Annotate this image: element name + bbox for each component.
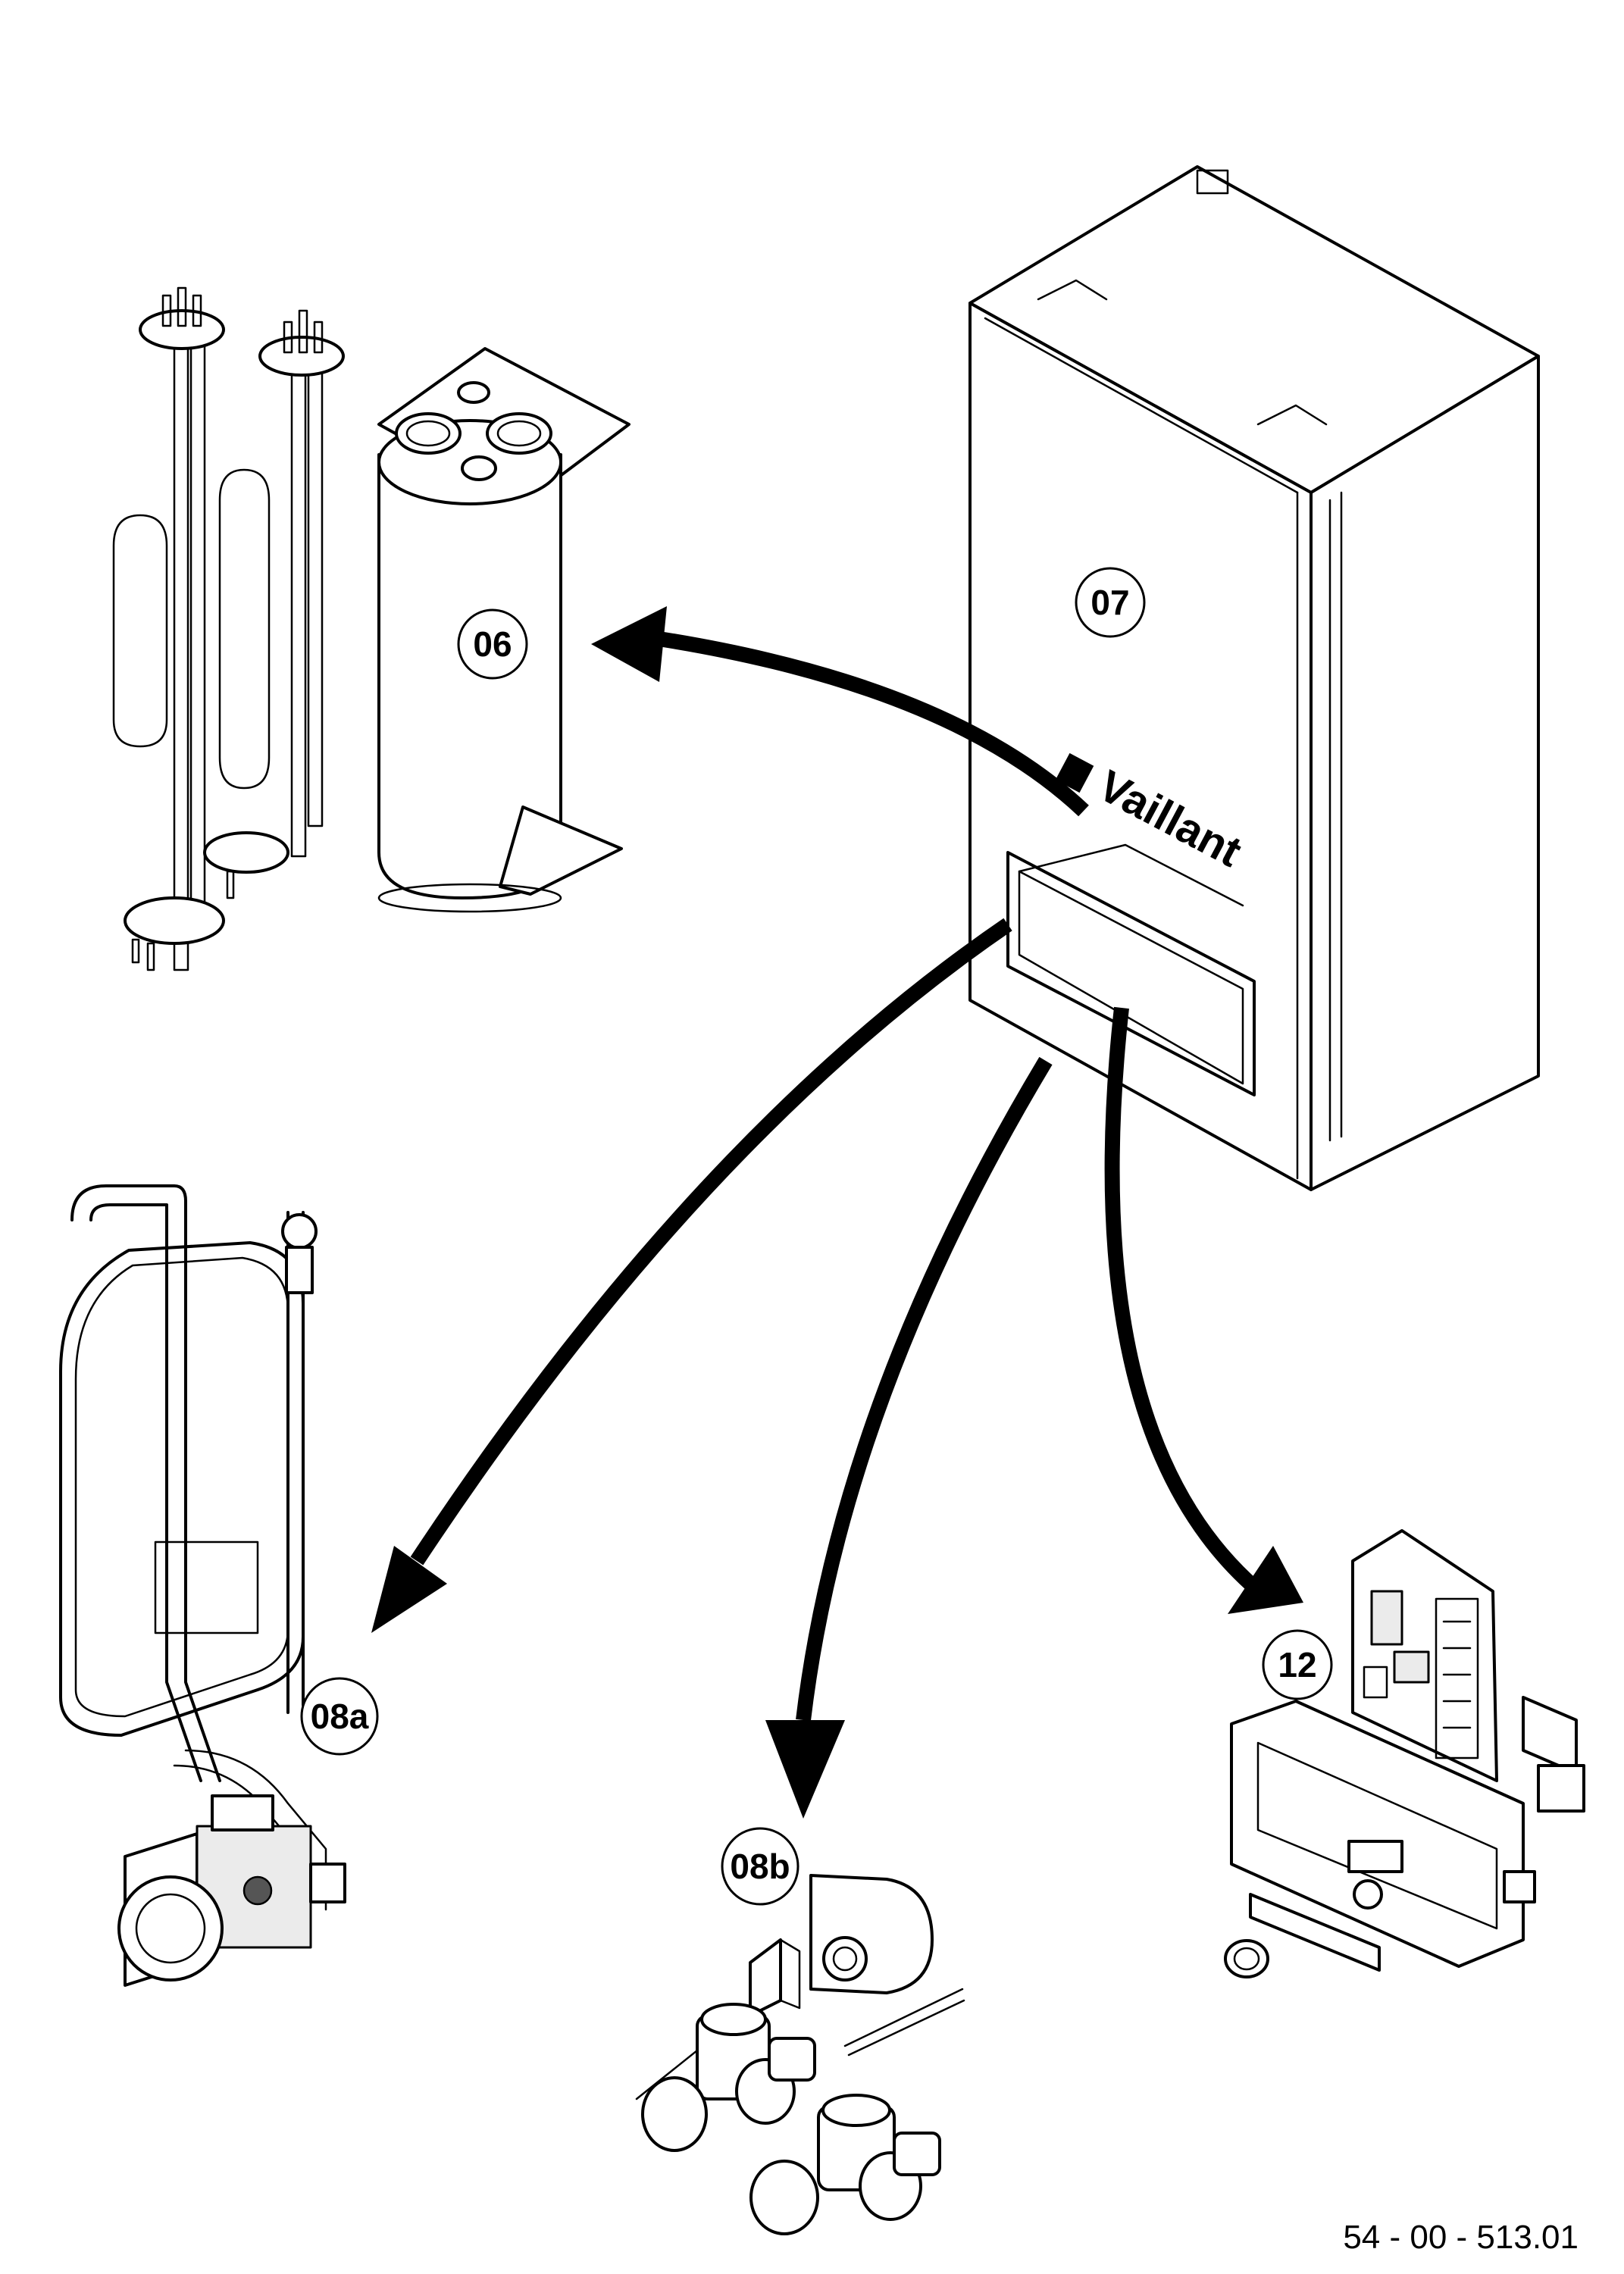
svg-text:08b: 08b	[730, 1847, 790, 1886]
svg-text:07: 07	[1090, 583, 1129, 622]
callout-07: 07	[1075, 567, 1146, 638]
svg-text:12: 12	[1278, 1645, 1316, 1684]
heating-elements	[112, 286, 345, 971]
arrows	[371, 606, 1303, 1819]
callout-06: 06	[457, 608, 528, 680]
expansion-vessel-pump	[59, 1184, 346, 1987]
boiler-unit: Vaillant	[968, 165, 1540, 1191]
svg-text:06: 06	[473, 624, 512, 664]
callout-12: 12	[1262, 1629, 1333, 1700]
valves-sensors	[635, 1874, 965, 2235]
electronics-boards	[1224, 1529, 1585, 1978]
callout-08b: 08b	[721, 1827, 799, 1906]
callout-08a: 08a	[300, 1677, 379, 1756]
svg-text:08a: 08a	[311, 1697, 369, 1736]
storage-tank	[377, 347, 631, 913]
document-reference: 54 - 00 - 513.01	[1343, 2219, 1579, 2256]
